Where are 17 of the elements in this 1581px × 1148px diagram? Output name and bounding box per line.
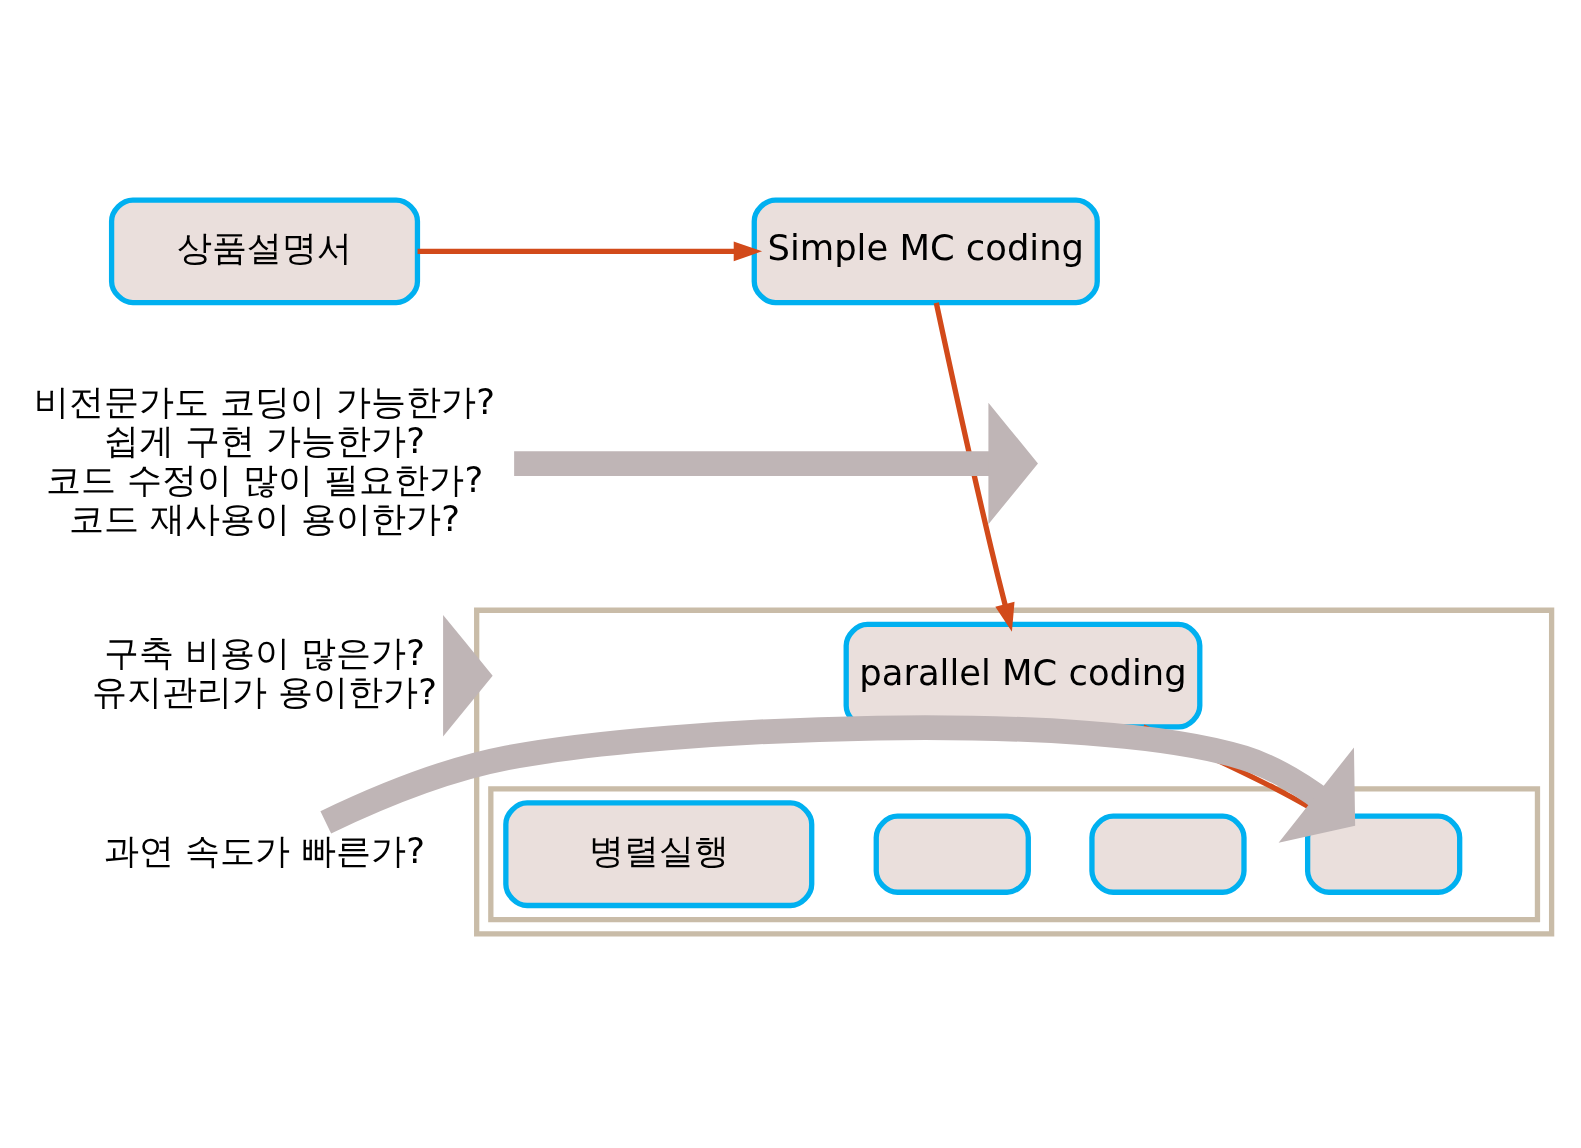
arrow (417, 241, 763, 262)
cluster (488, 786, 1541, 923)
node-text: 구축 비용이 많은가? 유지관리가 용이한가? (92, 632, 438, 712)
node-box (1305, 813, 1463, 895)
node-box: Simple MC coding (751, 197, 1100, 306)
arrow (320, 715, 1356, 843)
node-text: 과연 속도가 빠른가? (103, 830, 426, 872)
arrow (933, 302, 1015, 632)
node-box: parallel MC coding (843, 621, 1203, 730)
node-box (873, 813, 1031, 895)
arrow (443, 614, 493, 737)
node-text: 비전문가도 코딩이 가능한가? 쉽게 구현 가능한가? 코드 수정이 많이 필요한가? 코드 재사용이 용이한가? (33, 381, 496, 539)
cluster (474, 607, 1555, 937)
node-box: 병렬실행 (503, 800, 815, 909)
arrow (514, 402, 1038, 525)
node-box: 상품설명서 (108, 197, 421, 306)
node-box (1089, 813, 1247, 895)
